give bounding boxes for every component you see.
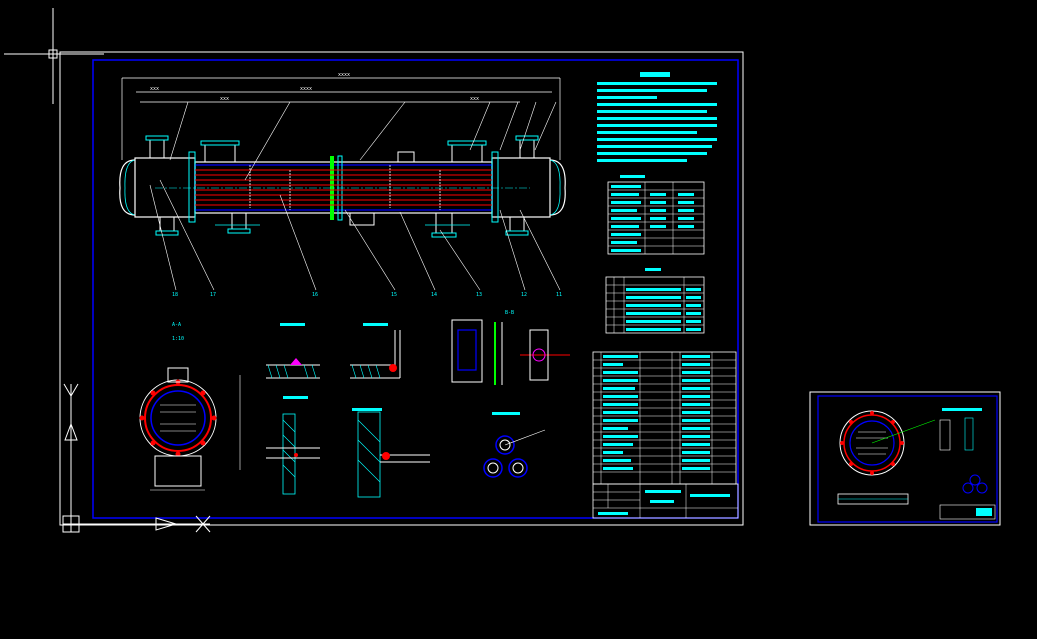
balloon-17: 17 xyxy=(210,292,216,298)
section-aa-label: A-A xyxy=(172,322,181,328)
svg-text:xxxx: xxxx xyxy=(300,86,312,92)
weld-detail-1 xyxy=(266,323,320,379)
exchanger-elevation: xxxx xxxx xxx xxx xxx xyxy=(119,72,566,298)
tube-bundle xyxy=(195,169,492,206)
nozzle-table xyxy=(605,268,705,334)
sheet-border xyxy=(59,51,744,526)
svg-text:xxx: xxx xyxy=(150,86,159,92)
balloon-12: 12 xyxy=(521,292,527,298)
ucs-x-arrow-icon xyxy=(79,515,211,533)
tube-detail-2 xyxy=(352,408,430,498)
balloon-13: 13 xyxy=(476,292,482,298)
svg-text:xxx: xxx xyxy=(470,96,479,102)
balloon-11: 11 xyxy=(556,292,562,298)
drawing-frame xyxy=(92,59,739,519)
weld-detail-2 xyxy=(350,323,401,379)
detail-sheet xyxy=(809,391,1001,526)
crosshair-icon xyxy=(4,8,104,104)
technical-requirements xyxy=(597,72,717,162)
balloon-15: 15 xyxy=(391,292,397,298)
tube-pitch-detail xyxy=(483,412,546,478)
ucs-origin-box-icon xyxy=(62,515,80,533)
section-bb: B-B xyxy=(451,310,570,385)
balloon-16: 16 xyxy=(312,292,318,298)
tube-detail-1 xyxy=(266,396,320,495)
balloon-18: 18 xyxy=(172,292,178,298)
parts-list-table xyxy=(592,351,737,485)
balloon-14: 14 xyxy=(431,292,437,298)
svg-text:xxx: xxx xyxy=(220,96,229,102)
ucs-y-arrow-icon xyxy=(63,383,79,520)
title-block xyxy=(592,483,739,519)
section-aa-scale: 1:10 xyxy=(172,336,184,342)
design-parameter-table xyxy=(607,175,705,255)
section-bb-label: B-B xyxy=(505,310,514,316)
section-aa: A-A 1:10 xyxy=(139,322,241,491)
svg-text:xxxx: xxxx xyxy=(338,72,350,78)
